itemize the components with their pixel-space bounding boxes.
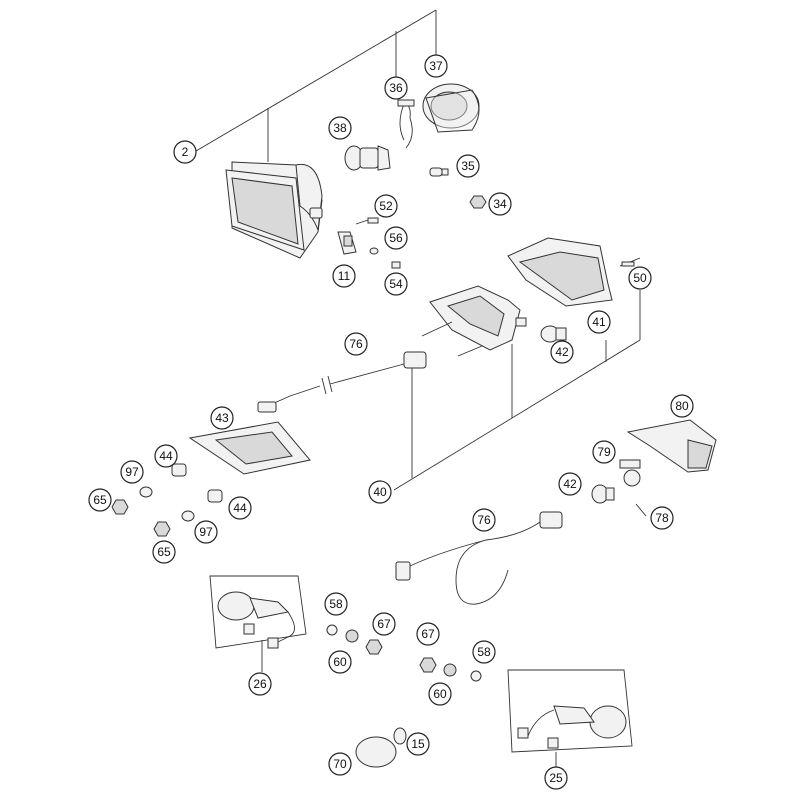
headlight-leader-lines <box>195 9 437 162</box>
svg-text:76: 76 <box>349 337 363 351</box>
callout-38: 38 <box>328 116 352 140</box>
callout-67-right: 67 <box>416 622 440 646</box>
callout-58-right: 58 <box>472 640 496 664</box>
indicator-lens-and-bulb <box>355 727 407 768</box>
callout-97-bottom: 97 <box>194 520 218 544</box>
gasket <box>188 421 311 475</box>
mount-hardware-left <box>111 463 223 537</box>
callout-34: 34 <box>488 192 512 216</box>
svg-text:40: 40 <box>373 485 387 499</box>
svg-text:56: 56 <box>389 231 403 245</box>
headlight-housing <box>225 161 323 259</box>
nut-34 <box>469 195 487 209</box>
svg-text:25: 25 <box>549 771 563 785</box>
callout-44-top: 44 <box>154 444 178 468</box>
svg-text:58: 58 <box>329 597 343 611</box>
callout-15: 15 <box>406 732 430 756</box>
svg-text:35: 35 <box>461 159 475 173</box>
callout-26: 26 <box>248 672 272 696</box>
callout-11: 11 <box>332 264 356 288</box>
svg-text:42: 42 <box>563 477 577 491</box>
svg-text:11: 11 <box>338 269 351 283</box>
callout-78: 78 <box>650 506 674 530</box>
callout-35: 35 <box>456 154 480 178</box>
callout-43: 43 <box>210 406 234 430</box>
callout-42-upper: 42 <box>550 340 574 364</box>
svg-text:54: 54 <box>389 277 403 291</box>
taillight-upper <box>507 237 641 307</box>
svg-text:50: 50 <box>633 271 647 285</box>
wire-harness-lower <box>395 511 563 605</box>
callout-41: 41 <box>587 310 611 334</box>
svg-text:76: 76 <box>477 513 491 527</box>
svg-text:97: 97 <box>199 525 213 539</box>
callout-42-lower: 42 <box>558 472 582 496</box>
svg-text:78: 78 <box>655 511 669 525</box>
headlight-ring <box>422 83 480 133</box>
svg-text:52: 52 <box>379 199 393 213</box>
svg-text:70: 70 <box>333 757 347 771</box>
svg-text:42: 42 <box>555 345 569 359</box>
callout-44-bottom: 44 <box>228 496 252 520</box>
svg-text:67: 67 <box>377 617 391 631</box>
callout-80: 80 <box>670 394 694 418</box>
callout-60-left: 60 <box>328 650 352 674</box>
svg-text:44: 44 <box>159 449 173 463</box>
svg-text:60: 60 <box>333 655 347 669</box>
callout-70: 70 <box>328 752 352 776</box>
callout-54: 54 <box>384 272 408 296</box>
callout-52: 52 <box>374 194 398 218</box>
license-light <box>619 419 717 517</box>
callout-56: 56 <box>384 226 408 250</box>
svg-text:79: 79 <box>597 445 611 459</box>
svg-text:58: 58 <box>477 645 491 659</box>
svg-text:43: 43 <box>215 411 229 425</box>
taillight-body <box>421 285 527 357</box>
spring-clip <box>397 99 415 149</box>
callout-97-top: 97 <box>120 460 144 484</box>
svg-text:15: 15 <box>411 737 425 751</box>
indicator-group-left <box>209 575 307 672</box>
svg-text:38: 38 <box>333 121 347 135</box>
svg-text:41: 41 <box>592 315 606 329</box>
svg-text:34: 34 <box>493 197 507 211</box>
callout-58-left: 58 <box>324 592 348 616</box>
callout-2: 2 <box>173 140 197 164</box>
svg-text:36: 36 <box>389 81 403 95</box>
indicator-group-right <box>507 669 633 770</box>
tail-bulb-upper <box>540 325 567 343</box>
group-40-leader-lines <box>393 290 641 491</box>
callout-79: 79 <box>592 440 616 464</box>
svg-text:37: 37 <box>429 59 443 73</box>
headlight-bulb <box>344 145 391 171</box>
callout-60-right: 60 <box>428 682 452 706</box>
svg-text:67: 67 <box>421 627 435 641</box>
tail-bulb-lower <box>591 484 615 504</box>
callout-50: 50 <box>628 266 652 290</box>
svg-text:2: 2 <box>182 145 189 159</box>
svg-text:60: 60 <box>433 687 447 701</box>
callout-76-lower: 76 <box>472 508 496 532</box>
svg-text:26: 26 <box>253 677 267 691</box>
callout-65-bottom: 65 <box>152 540 176 564</box>
adjuster-parts <box>337 217 401 269</box>
wire-harness-upper <box>257 351 427 413</box>
parking-bulb <box>429 167 449 177</box>
svg-text:80: 80 <box>675 399 689 413</box>
svg-text:97: 97 <box>125 465 139 479</box>
callout-76-upper: 76 <box>344 332 368 356</box>
svg-text:44: 44 <box>233 501 247 515</box>
callout-37: 37 <box>424 54 448 78</box>
svg-text:65: 65 <box>157 545 171 559</box>
svg-text:65: 65 <box>93 493 107 507</box>
callout-36: 36 <box>384 76 408 100</box>
callout-25: 25 <box>544 766 568 790</box>
callout-40: 40 <box>368 480 392 504</box>
callout-67-left: 67 <box>372 612 396 636</box>
indicator-hardware <box>326 624 482 682</box>
callout-65-left: 65 <box>88 488 112 512</box>
